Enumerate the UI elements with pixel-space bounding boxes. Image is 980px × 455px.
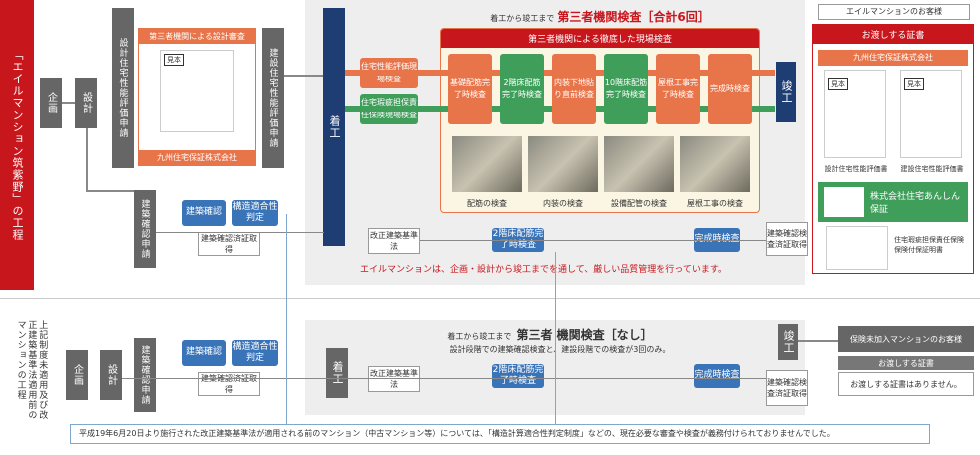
old-certificate-header: お渡しする証書 — [838, 356, 974, 370]
mihon-stamp-1: 見本 — [828, 78, 848, 90]
old-banner-sub: 設計段階での建築確認検査と、建設段階での検査が3回のみ。 — [449, 345, 671, 354]
step-2: 2階床配筋完了時検査 — [500, 54, 544, 124]
aile-banner-main: 第三者機関検査［合計6回］ — [557, 10, 710, 24]
old-shunko: 竣工 — [778, 324, 798, 360]
design-review-box: 第三者機関による設計審査 見本 九州住宅保証株式会社 — [138, 28, 256, 166]
aile-kikaku: 企画 — [40, 78, 62, 128]
old-kakunin-kensazumi: 建築確認検査済証取得 — [766, 370, 808, 406]
old-banner: 着工から竣工まで 第三者 機関検査［なし］ — [420, 324, 680, 343]
cert2-document: 見本 — [900, 70, 962, 158]
old-kikaku: 企画 — [66, 350, 88, 400]
cert2-caption: 建設住宅性能評価書 — [900, 165, 964, 173]
photo-caption-4: 屋根工事の検査 — [687, 199, 743, 208]
old-chakko: 着工 — [326, 348, 348, 398]
aile-chakko: 着工 — [323, 8, 345, 246]
aile-shunko: 竣工 — [776, 62, 796, 122]
photo-caption-2: 内装の検査 — [543, 199, 583, 208]
old-process-label: 上記制度未適用及び改正建築基準法適用前のマンションの工程 — [15, 320, 48, 420]
inspection-title: 第三者機関による徹底した現場検査 — [441, 29, 759, 48]
aile-sekkei: 設計 — [75, 78, 97, 128]
anshin-company: 株式会社住宅あんしん保証 — [870, 192, 961, 215]
old-banner-pre: 着工から竣工まで — [447, 332, 512, 341]
aile-kozo-hantei: 構造適合性判定 — [232, 200, 278, 226]
photo-2 — [528, 136, 598, 192]
certificate-header: お渡しする証書 — [813, 25, 973, 44]
old-kakunin-shinsei: 建築確認申請 — [134, 338, 156, 412]
design-review-company: 九州住宅保証株式会社 — [139, 150, 255, 165]
old-no-certificate: お渡しする証書はありません。 — [838, 372, 974, 396]
photo-1 — [452, 136, 522, 192]
photo-caption-1: 配筋の検査 — [467, 199, 507, 208]
aile-kakunin-kensazumi: 建築確認検査済証取得 — [766, 222, 808, 256]
photo-caption-3: 設備配管の検査 — [611, 199, 667, 208]
photo-3 — [604, 136, 674, 192]
old-nikai-kensa: 2階床配筋完了時検査 — [492, 364, 544, 388]
cert1-document: 見本 — [824, 70, 886, 158]
anshin-logo — [824, 187, 864, 217]
cert-company: 九州住宅保証株式会社 — [818, 50, 968, 66]
step-4: 10階床配筋完了時検査 — [604, 54, 648, 124]
aile-sekkei-hyoka: 設計住宅性能評価申請 — [112, 8, 134, 168]
step-6: 完成時検査 — [708, 54, 752, 124]
old-kaisei-ho: 改正建築基準法 — [368, 366, 420, 392]
customer-header: エイルマンションのお客様 — [818, 4, 970, 20]
old-banner-main: 第三者 機関検査［なし］ — [516, 328, 653, 342]
cert1-caption: 設計住宅性能評価書 — [824, 165, 888, 173]
old-kansei-kensa: 完成時検査 — [694, 364, 740, 388]
mihon-stamp: 見本 — [164, 54, 184, 66]
aile-kensetsu-hyoka: 建設住宅性能評価申請 — [262, 28, 284, 168]
hoken-caption: 住宅瑕疵担保責任保険保険付保証明書 — [894, 236, 964, 254]
aile-banner: 着工から竣工まで 第三者機関検査［合計6回］ — [440, 8, 760, 28]
aile-kakunin-shinsei: 建築確認申請 — [134, 190, 156, 268]
aile-tagline: エイルマンションは、企画・設計から竣工までを通して、厳しい品質管理を行っています… — [360, 265, 727, 275]
step-3: 内装下地貼り直前検査 — [552, 54, 596, 124]
aile-kenchiku-kakunin: 建築確認 — [182, 200, 226, 226]
aile-banner-pre: 着工から竣工まで — [490, 14, 555, 23]
step-5: 屋根工事完了時検査 — [656, 54, 700, 124]
footnote: 平成19年6月20日より施行された改正建築基準法が適用される前のマンション（中古… — [70, 424, 930, 444]
old-kozo-hantei: 構造適合性判定 — [232, 340, 278, 366]
photo-4 — [680, 136, 750, 192]
step-1: 基礎配筋完了時検査 — [448, 54, 492, 124]
old-sekkei: 設計 — [100, 350, 122, 400]
old-kakunin-shutoku: 建築確認済証取得 — [198, 372, 260, 396]
aile-kaisei-ho: 改正建築基準法 — [368, 228, 420, 254]
mihon-stamp-2: 見本 — [904, 78, 924, 90]
design-review-title: 第三者機関による設計審査 — [139, 29, 255, 44]
hoken-document — [826, 226, 888, 270]
aile-kakunin-shutoku: 建築確認済証取得 — [198, 232, 260, 256]
aile-process-label: 「エイルマンション筑紫野」の工程 — [0, 0, 34, 290]
design-review-document: 見本 — [160, 50, 234, 132]
old-kenchiku-kakunin: 建築確認 — [182, 340, 226, 366]
old-customer: 保険未加入マンションのお客様 — [838, 326, 974, 352]
anshin-company-box: 株式会社住宅あんしん保証 — [818, 182, 968, 222]
